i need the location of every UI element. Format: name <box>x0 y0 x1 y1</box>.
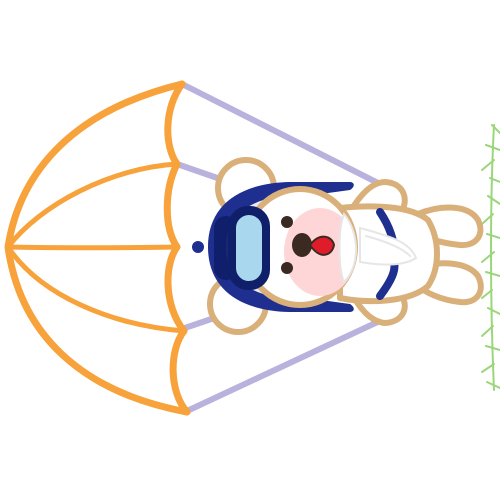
grass-icon <box>481 124 500 391</box>
bear-mouth <box>309 235 335 256</box>
goggles-icon <box>214 206 270 290</box>
bear-eye-bottom <box>281 262 293 274</box>
scarf-icon <box>338 212 418 284</box>
parachute-rib-1 <box>5 161 180 250</box>
bear-icon <box>192 157 484 335</box>
bear-eye-top <box>281 216 293 228</box>
cord-top <box>179 81 387 189</box>
parachute-icon <box>4 80 191 416</box>
scarf-tail <box>359 226 418 266</box>
helmet-button <box>192 241 204 253</box>
parachute-rib-2 <box>5 244 180 251</box>
cord-bottom <box>184 316 387 414</box>
bear-nose <box>292 233 312 257</box>
scarf-fold <box>365 235 411 257</box>
scarf-band <box>338 212 358 284</box>
goggles-lens <box>234 213 264 283</box>
parachute-rib-3 <box>5 244 187 334</box>
